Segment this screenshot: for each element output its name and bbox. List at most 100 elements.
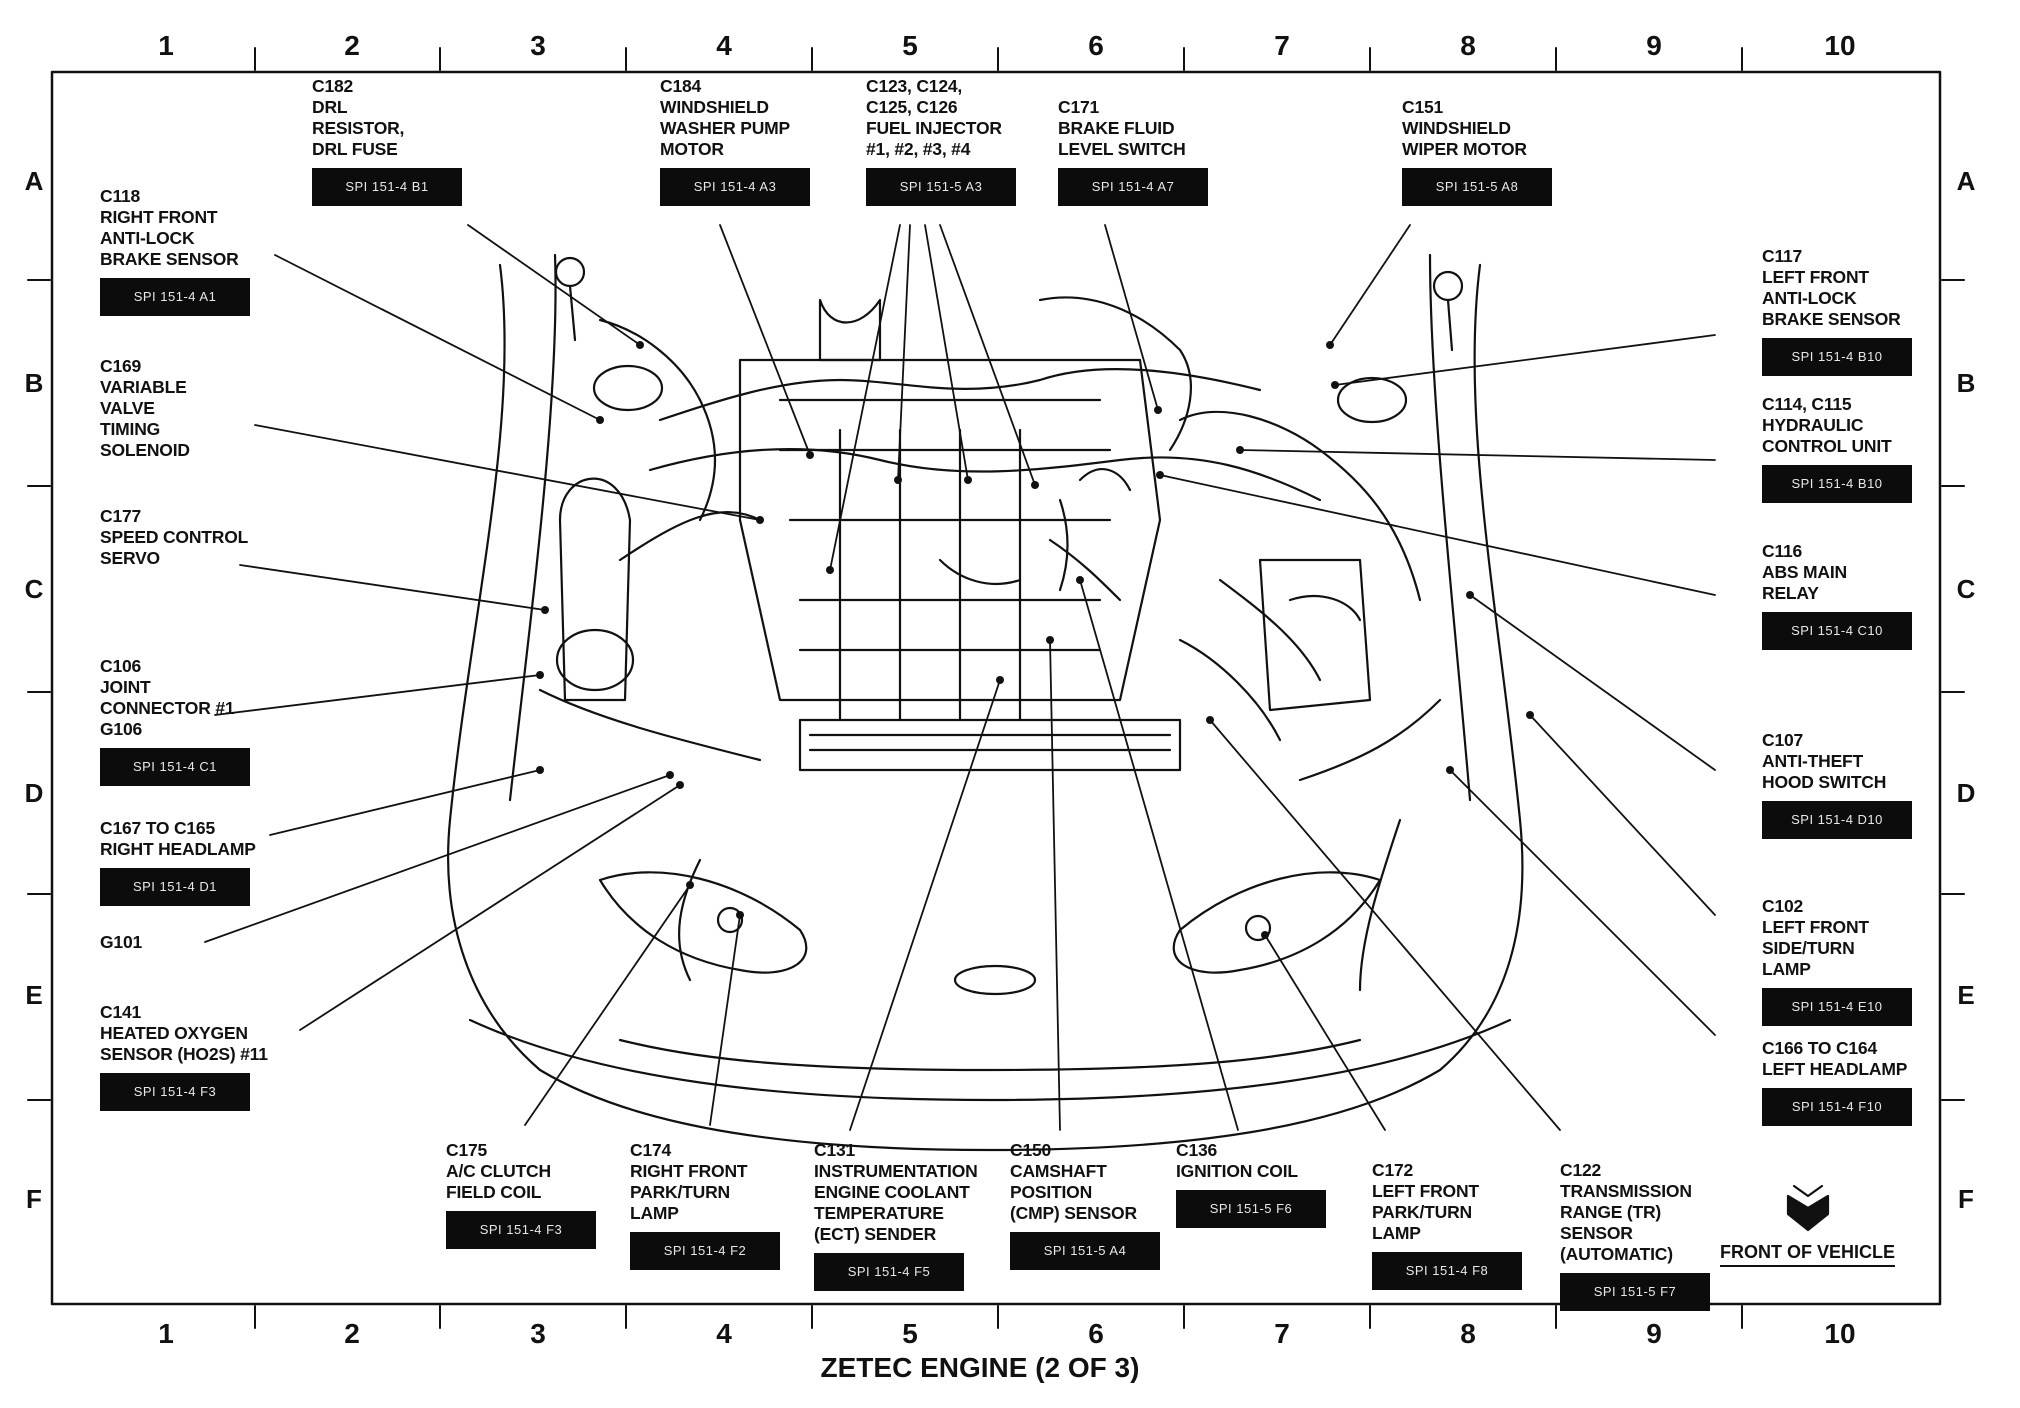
- callout-g101: G101: [100, 932, 142, 953]
- grid-col-4: 4: [716, 30, 732, 61]
- callout-label: C177 SPEED CONTROL SERVO: [100, 506, 249, 568]
- callout-label: C184 WINDSHIELD WASHER PUMP MOTOR: [660, 76, 791, 159]
- callout-c177: C177 SPEED CONTROL SERVO: [100, 506, 248, 569]
- spi-reference: SPI 151-4 F10: [1762, 1088, 1912, 1126]
- callout-c150: C150 CAMSHAFT POSITION (CMP) SENSOR SPI …: [1010, 1140, 1160, 1270]
- grid-row-d: D: [24, 778, 44, 808]
- callout-c172: C172 LEFT FRONT PARK/TURN LAMP SPI 151-4…: [1372, 1160, 1522, 1290]
- callout-label: C118 RIGHT FRONT ANTI-LOCK BRAKE SENSOR: [100, 186, 239, 269]
- callout-label: C141 HEATED OXYGEN SENSOR (HO2S) #11: [100, 1002, 268, 1064]
- spi-reference: SPI 151-4 B1: [312, 168, 462, 206]
- grid-row-e: E: [1957, 980, 1975, 1010]
- diagram-title: ZETEC ENGINE (2 OF 3): [820, 1352, 1140, 1383]
- callout-label: C167 TO C165 RIGHT HEADLAMP: [100, 818, 256, 859]
- callout-label: C182 DRL RESISTOR, DRL FUSE: [312, 76, 405, 159]
- callout-c102: C102 LEFT FRONT SIDE/TURN LAMP SPI 151-4…: [1762, 896, 1912, 1026]
- callout-c114-c115: C114, C115 HYDRAULIC CONTROL UNIT SPI 15…: [1762, 394, 1912, 503]
- grid-col-8: 8: [1460, 1318, 1476, 1349]
- callout-label: C106 JOINT CONNECTOR #1 G106: [100, 656, 235, 739]
- callout-c184: C184 WINDSHIELD WASHER PUMP MOTOR SPI 15…: [660, 76, 810, 206]
- callout-c117: C117 LEFT FRONT ANTI-LOCK BRAKE SENSOR S…: [1762, 246, 1912, 376]
- spi-reference: SPI 151-4 F8: [1372, 1252, 1522, 1290]
- grid-col-6: 6: [1088, 30, 1104, 61]
- callout-label: C172 LEFT FRONT PARK/TURN LAMP: [1372, 1160, 1479, 1243]
- spi-reference: SPI 151-4 D10: [1762, 801, 1912, 839]
- spi-reference: SPI 151-4 F2: [630, 1232, 780, 1270]
- callout-label: C114, C115 HYDRAULIC CONTROL UNIT: [1762, 394, 1892, 456]
- spi-reference: SPI 151-5 F6: [1176, 1190, 1326, 1228]
- spi-reference: SPI 151-4 F3: [446, 1211, 596, 1249]
- grid-col-3: 3: [530, 1318, 546, 1349]
- callout-label: C151 WINDSHIELD WIPER MOTOR: [1402, 97, 1527, 159]
- callout-c175: C175 A/C CLUTCH FIELD COIL SPI 151-4 F3: [446, 1140, 596, 1249]
- callout-label: C123, C124, C125, C126 FUEL INJECTOR #1,…: [866, 76, 1002, 159]
- grid-col-5: 5: [902, 1318, 918, 1349]
- callout-c123-c126: C123, C124, C125, C126 FUEL INJECTOR #1,…: [866, 76, 1016, 206]
- callout-c136: C136 IGNITION COIL SPI 151-5 F6: [1176, 1140, 1326, 1228]
- spi-reference: SPI 151-4 C1: [100, 748, 250, 786]
- callout-c118: C118 RIGHT FRONT ANTI-LOCK BRAKE SENSOR …: [100, 186, 250, 316]
- callout-label: C136 IGNITION COIL: [1176, 1140, 1298, 1181]
- callout-label: C116 ABS MAIN RELAY: [1762, 541, 1847, 603]
- grid-row-c: C: [24, 574, 44, 604]
- grid-row-b: B: [24, 368, 44, 398]
- spi-reference: SPI 151-4 A1: [100, 278, 250, 316]
- grid-row-d: D: [1956, 778, 1976, 808]
- grid-col-2: 2: [344, 1318, 360, 1349]
- grid-col-1: 1: [158, 1318, 174, 1349]
- callout-label: C150 CAMSHAFT POSITION (CMP) SENSOR: [1010, 1140, 1137, 1223]
- grid-col-1: 1: [158, 30, 174, 61]
- spi-reference: SPI 151-4 E10: [1762, 988, 1912, 1026]
- grid-col-9: 9: [1646, 30, 1662, 61]
- spi-reference: SPI 151-4 F3: [100, 1073, 250, 1111]
- spi-reference: SPI 151-5 A3: [866, 168, 1016, 206]
- grid-col-5: 5: [902, 30, 918, 61]
- spi-reference: SPI 151-5 A8: [1402, 168, 1552, 206]
- grid-col-9: 9: [1646, 1318, 1662, 1349]
- callout-label: C102 LEFT FRONT SIDE/TURN LAMP: [1762, 896, 1869, 979]
- grid-row-a: A: [1956, 166, 1976, 196]
- grid-col-8: 8: [1460, 30, 1476, 61]
- grid-col-4: 4: [716, 1318, 732, 1349]
- callout-c167-c165: C167 TO C165 RIGHT HEADLAMP SPI 151-4 D1: [100, 818, 256, 906]
- callout-c141: C141 HEATED OXYGEN SENSOR (HO2S) #11 SPI…: [100, 1002, 268, 1111]
- grid-row-e: E: [25, 980, 43, 1010]
- callout-c166-c164: C166 TO C164 LEFT HEADLAMP SPI 151-4 F10: [1762, 1038, 1912, 1126]
- callout-label: C169 VARIABLE VALVE TIMING SOLENOID: [100, 356, 190, 460]
- callout-c174: C174 RIGHT FRONT PARK/TURN LAMP SPI 151-…: [630, 1140, 780, 1270]
- callout-c106: C106 JOINT CONNECTOR #1 G106 SPI 151-4 C…: [100, 656, 250, 786]
- spi-reference: SPI 151-4 D1: [100, 868, 250, 906]
- grid-row-b: B: [1956, 368, 1976, 398]
- callout-label: C166 TO C164 LEFT HEADLAMP: [1762, 1038, 1908, 1079]
- callout-c182: C182 DRL RESISTOR, DRL FUSE SPI 151-4 B1: [312, 76, 462, 206]
- callout-c171: C171 BRAKE FLUID LEVEL SWITCH SPI 151-4 …: [1058, 97, 1208, 206]
- callout-label: C171 BRAKE FLUID LEVEL SWITCH: [1058, 97, 1186, 159]
- grid-row-c: C: [1956, 574, 1976, 604]
- spi-reference: SPI 151-4 A3: [660, 168, 810, 206]
- grid-row-f: F: [26, 1184, 42, 1214]
- spi-reference: SPI 151-5 F7: [1560, 1273, 1710, 1311]
- grid-col-7: 7: [1274, 30, 1290, 61]
- grid-col-2: 2: [344, 30, 360, 61]
- callout-c122: C122 TRANSMISSION RANGE (TR) SENSOR (AUT…: [1560, 1160, 1710, 1311]
- spi-reference: SPI 151-4 B10: [1762, 338, 1912, 376]
- callout-c107: C107 ANTI-THEFT HOOD SWITCH SPI 151-4 D1…: [1762, 730, 1912, 839]
- callout-label: G101: [100, 932, 143, 952]
- spi-reference: SPI 151-4 A7: [1058, 168, 1208, 206]
- callout-label: C131 INSTRUMENTATION ENGINE COOLANT TEMP…: [814, 1140, 978, 1244]
- callout-label: C107 ANTI-THEFT HOOD SWITCH: [1762, 730, 1887, 792]
- front-of-vehicle-label: FRONT OF VEHICLE: [1720, 1242, 1895, 1267]
- spi-reference: SPI 151-4 C10: [1762, 612, 1912, 650]
- spi-reference: SPI 151-5 A4: [1010, 1232, 1160, 1270]
- grid-col-3: 3: [530, 30, 546, 61]
- grid-col-7: 7: [1274, 1318, 1290, 1349]
- spi-reference: SPI 151-4 B10: [1762, 465, 1912, 503]
- callout-c116: C116 ABS MAIN RELAY SPI 151-4 C10: [1762, 541, 1912, 650]
- grid-col-10: 10: [1824, 1318, 1856, 1349]
- spi-reference: SPI 151-4 F5: [814, 1253, 964, 1291]
- callout-label: C174 RIGHT FRONT PARK/TURN LAMP: [630, 1140, 748, 1223]
- callout-c169: C169 VARIABLE VALVE TIMING SOLENOID: [100, 356, 190, 461]
- callout-c131: C131 INSTRUMENTATION ENGINE COOLANT TEMP…: [814, 1140, 978, 1291]
- grid-col-6: 6: [1088, 1318, 1104, 1349]
